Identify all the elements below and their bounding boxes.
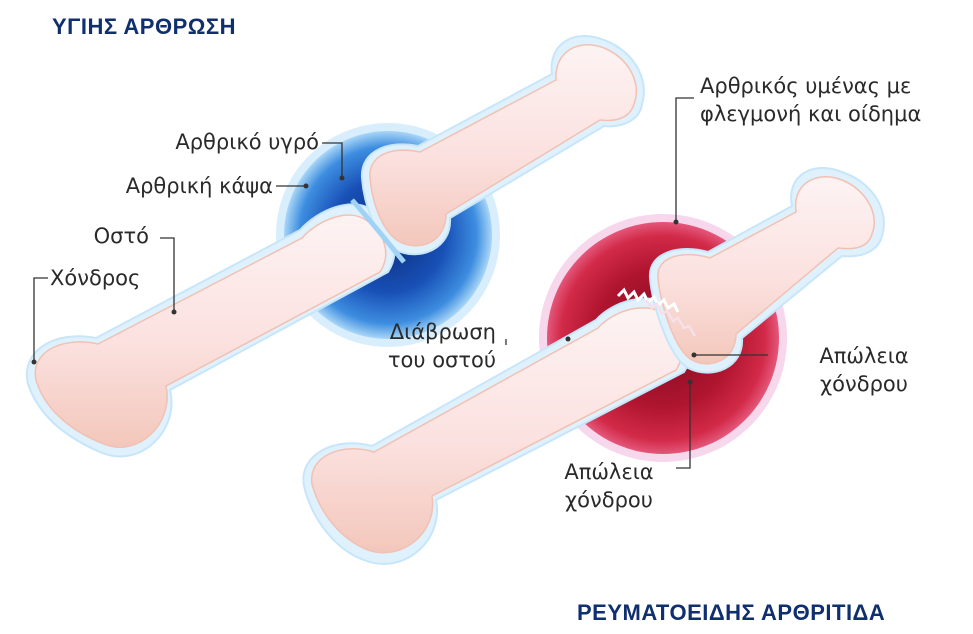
label-cartilage-loss-right-line1: Απώλεια (804, 342, 924, 370)
label-bone-erosion-line1: Διάβρωση (388, 318, 496, 346)
label-cartilage-loss-right-line2: χόνδρου (804, 370, 924, 398)
label-cartilage-loss-bottom: Απώλεια χόνδρου (554, 458, 664, 514)
label-bone: Οστό (94, 222, 149, 250)
healthy-joint-title: ΥΓΙΗΣ ΑΡΘΡΩΣΗ (52, 14, 236, 40)
label-synovium-line2: φλεγμονή και οίδημα (700, 100, 921, 128)
label-bone-erosion: Διάβρωση του οστού (388, 318, 496, 374)
label-cartilage-loss-bottom-line1: Απώλεια (554, 458, 664, 486)
label-joint-capsule: Αρθρική κάψα (126, 172, 273, 200)
label-cartilage: Χόνδρος (50, 264, 140, 292)
label-cartilage-loss-bottom-line2: χόνδρου (554, 486, 664, 514)
label-synovium: Αρθρικός υμένας με φλεγμονή και οίδημα (700, 72, 921, 128)
label-cartilage-loss-right: Απώλεια χόνδρου (804, 342, 924, 398)
label-bone-erosion-line2: του οστού (388, 346, 496, 374)
leader-synovium (676, 98, 694, 222)
label-synovial-fluid: Αρθρικό υγρό (175, 128, 319, 156)
healthy-upper-bone (362, 36, 644, 254)
label-synovium-line1: Αρθρικός υμένας με (700, 72, 921, 100)
ra-title: ΡΕΥΜΑΤΟΕΙΔΗΣ ΑΡΘΡΙΤΙΔΑ (577, 600, 885, 626)
